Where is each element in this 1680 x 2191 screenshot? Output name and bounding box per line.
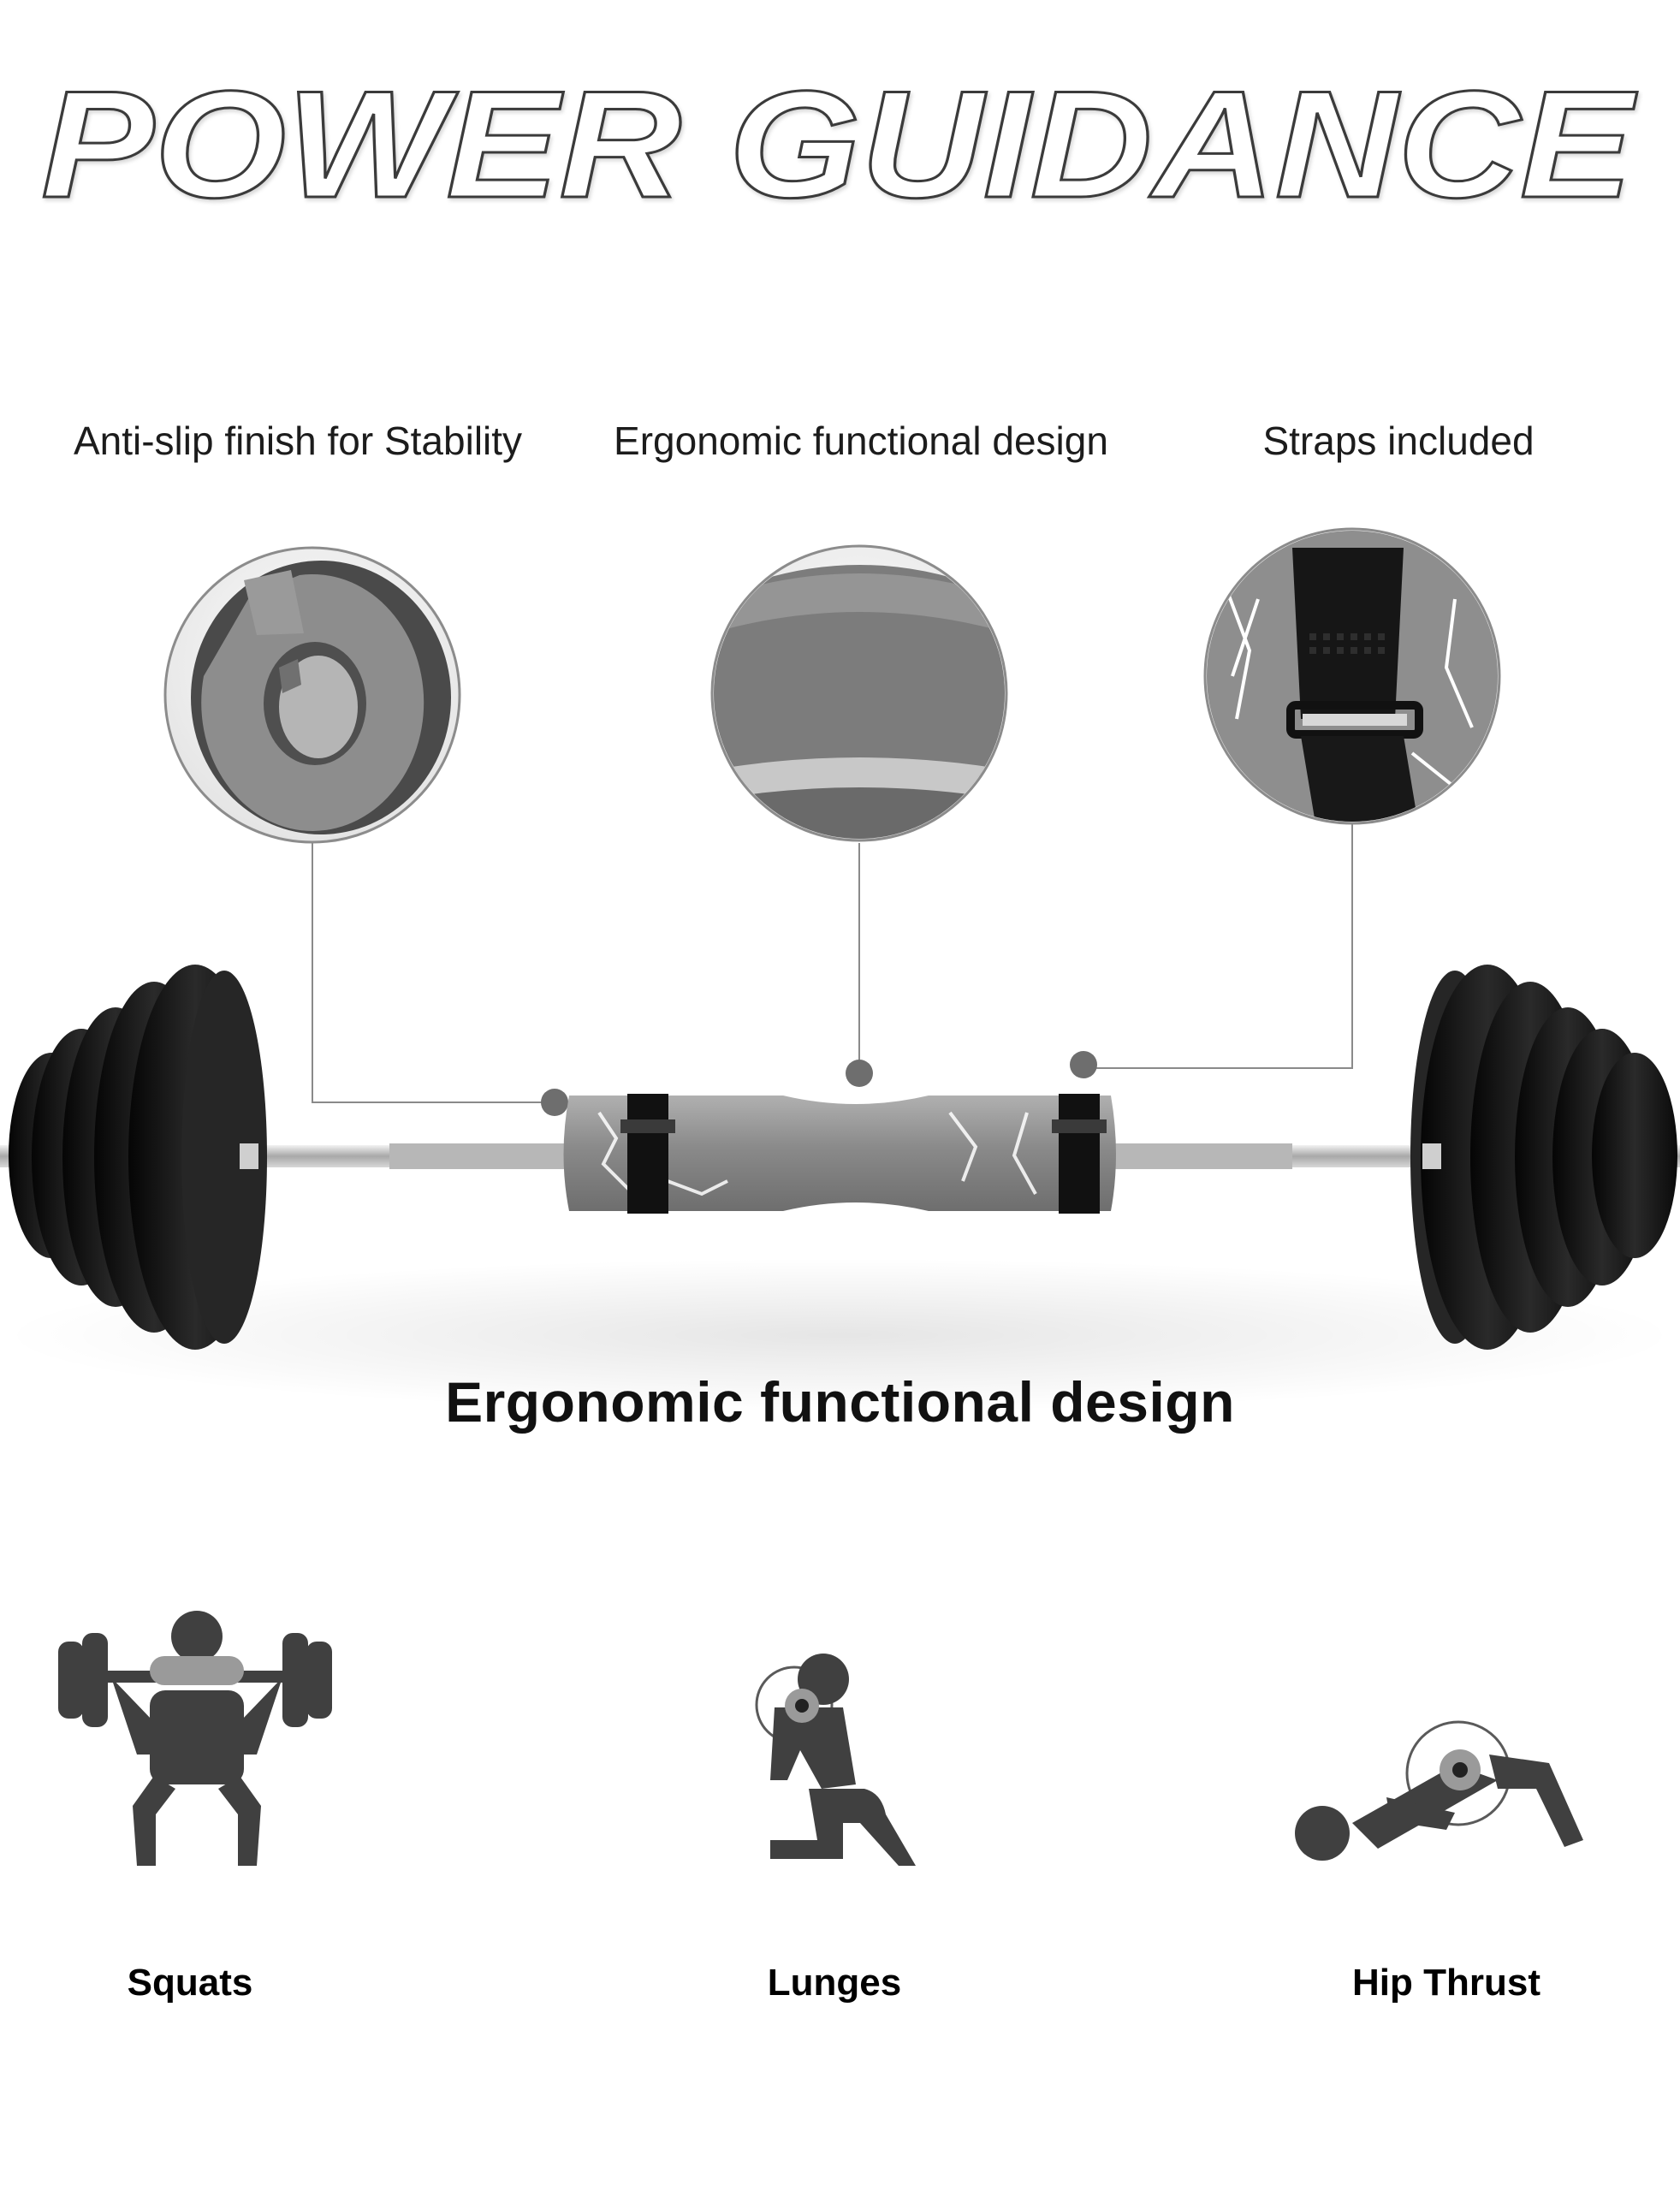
feature-label-straps: Straps included [1262, 419, 1535, 463]
hip-thrust-figure-icon [1295, 1720, 1583, 1861]
feature-label-anti-slip: Anti-slip finish for Stability [73, 419, 523, 463]
section-title: Ergonomic functional design [445, 1370, 1235, 1434]
exercise-label-hip-thrust: Hip Thrust [1352, 1962, 1540, 2004]
connector-dot-center [846, 1060, 873, 1087]
exercise-label-lunges: Lunges [767, 1962, 902, 2004]
headline: POWER GUIDANCE [40, 60, 1640, 231]
connector-dot-left [541, 1089, 568, 1116]
velcro-strap-icon [1203, 527, 1501, 825]
headline-text: POWER GUIDANCE [41, 60, 1638, 229]
exercise-label-squats: Squats [127, 1962, 253, 2004]
foam-ring-cross-section-icon [163, 546, 461, 844]
lunge-figure-icon [755, 1654, 916, 1866]
squat-figure-icon [58, 1611, 332, 1866]
barbell-with-pad-icon [0, 965, 1680, 1350]
connector-dot-right [1070, 1051, 1097, 1078]
feature-label-ergonomic: Ergonomic functional design [614, 419, 1108, 463]
curved-foam-pad-icon [710, 544, 1008, 842]
connector-lines [312, 822, 1353, 1103]
